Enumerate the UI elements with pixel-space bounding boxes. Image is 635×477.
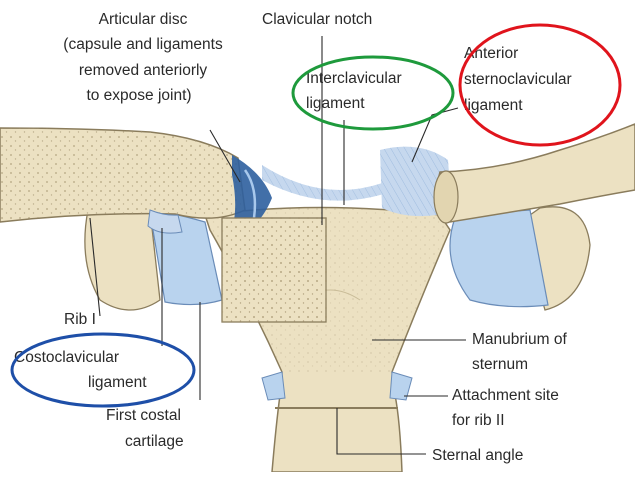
- svg-text:ligament: ligament: [464, 97, 523, 114]
- right-first-costal-cartilage: [449, 209, 549, 308]
- label-clavicular-notch: Clavicular notch: [262, 11, 372, 28]
- left-clavicle: [0, 127, 246, 223]
- label-sternal-angle: Sternal angle: [432, 447, 523, 464]
- label-manubrium: Manubrium of sternum: [472, 331, 567, 373]
- svg-text:for rib II: for rib II: [452, 412, 505, 429]
- svg-text:cartilage: cartilage: [125, 433, 184, 450]
- highlight-interclavicular: [291, 55, 455, 131]
- costoclavicular-ligament: [147, 209, 183, 234]
- svg-text:sternum: sternum: [472, 356, 528, 373]
- label-attachment: Attachment site for rib II: [452, 387, 559, 429]
- svg-text:Costoclavicular: Costoclavicular: [14, 349, 119, 366]
- label-articular-disc: Articular disc (capsule and ligaments re…: [63, 11, 223, 104]
- svg-text:(capsule and ligaments: (capsule and ligaments: [63, 36, 223, 53]
- svg-text:Articular disc: Articular disc: [99, 11, 188, 28]
- svg-text:to expose joint): to expose joint): [86, 87, 191, 104]
- right-rib-ii-site: [389, 371, 413, 401]
- label-interclavicular: Interclavicular ligament: [306, 70, 402, 112]
- left-rib-ii-site: [261, 371, 286, 401]
- label-rib-i: Rib I: [64, 311, 96, 328]
- svg-text:sternoclavicular: sternoclavicular: [464, 71, 572, 88]
- svg-text:First costal: First costal: [106, 407, 181, 424]
- svg-text:removed anteriorly: removed anteriorly: [79, 62, 208, 79]
- leader-lines: [89, 36, 466, 455]
- svg-text:ligament: ligament: [306, 95, 365, 112]
- svg-text:Interclavicular: Interclavicular: [306, 70, 402, 87]
- svg-text:Attachment site: Attachment site: [452, 387, 559, 404]
- right-rib-i: [449, 206, 591, 311]
- svg-text:ligament: ligament: [88, 374, 147, 391]
- right-clavicle: [433, 123, 635, 224]
- label-first-costal: First costal cartilage: [106, 407, 184, 450]
- label-costoclavicular: Costoclavicular ligament: [14, 349, 147, 391]
- svg-text:Manubrium of: Manubrium of: [472, 331, 567, 348]
- label-anterior-sc: Anterior sternoclavicular ligament: [464, 45, 572, 114]
- highlight-costoclavicular: [10, 332, 196, 408]
- highlight-anterior-sc: [458, 23, 622, 147]
